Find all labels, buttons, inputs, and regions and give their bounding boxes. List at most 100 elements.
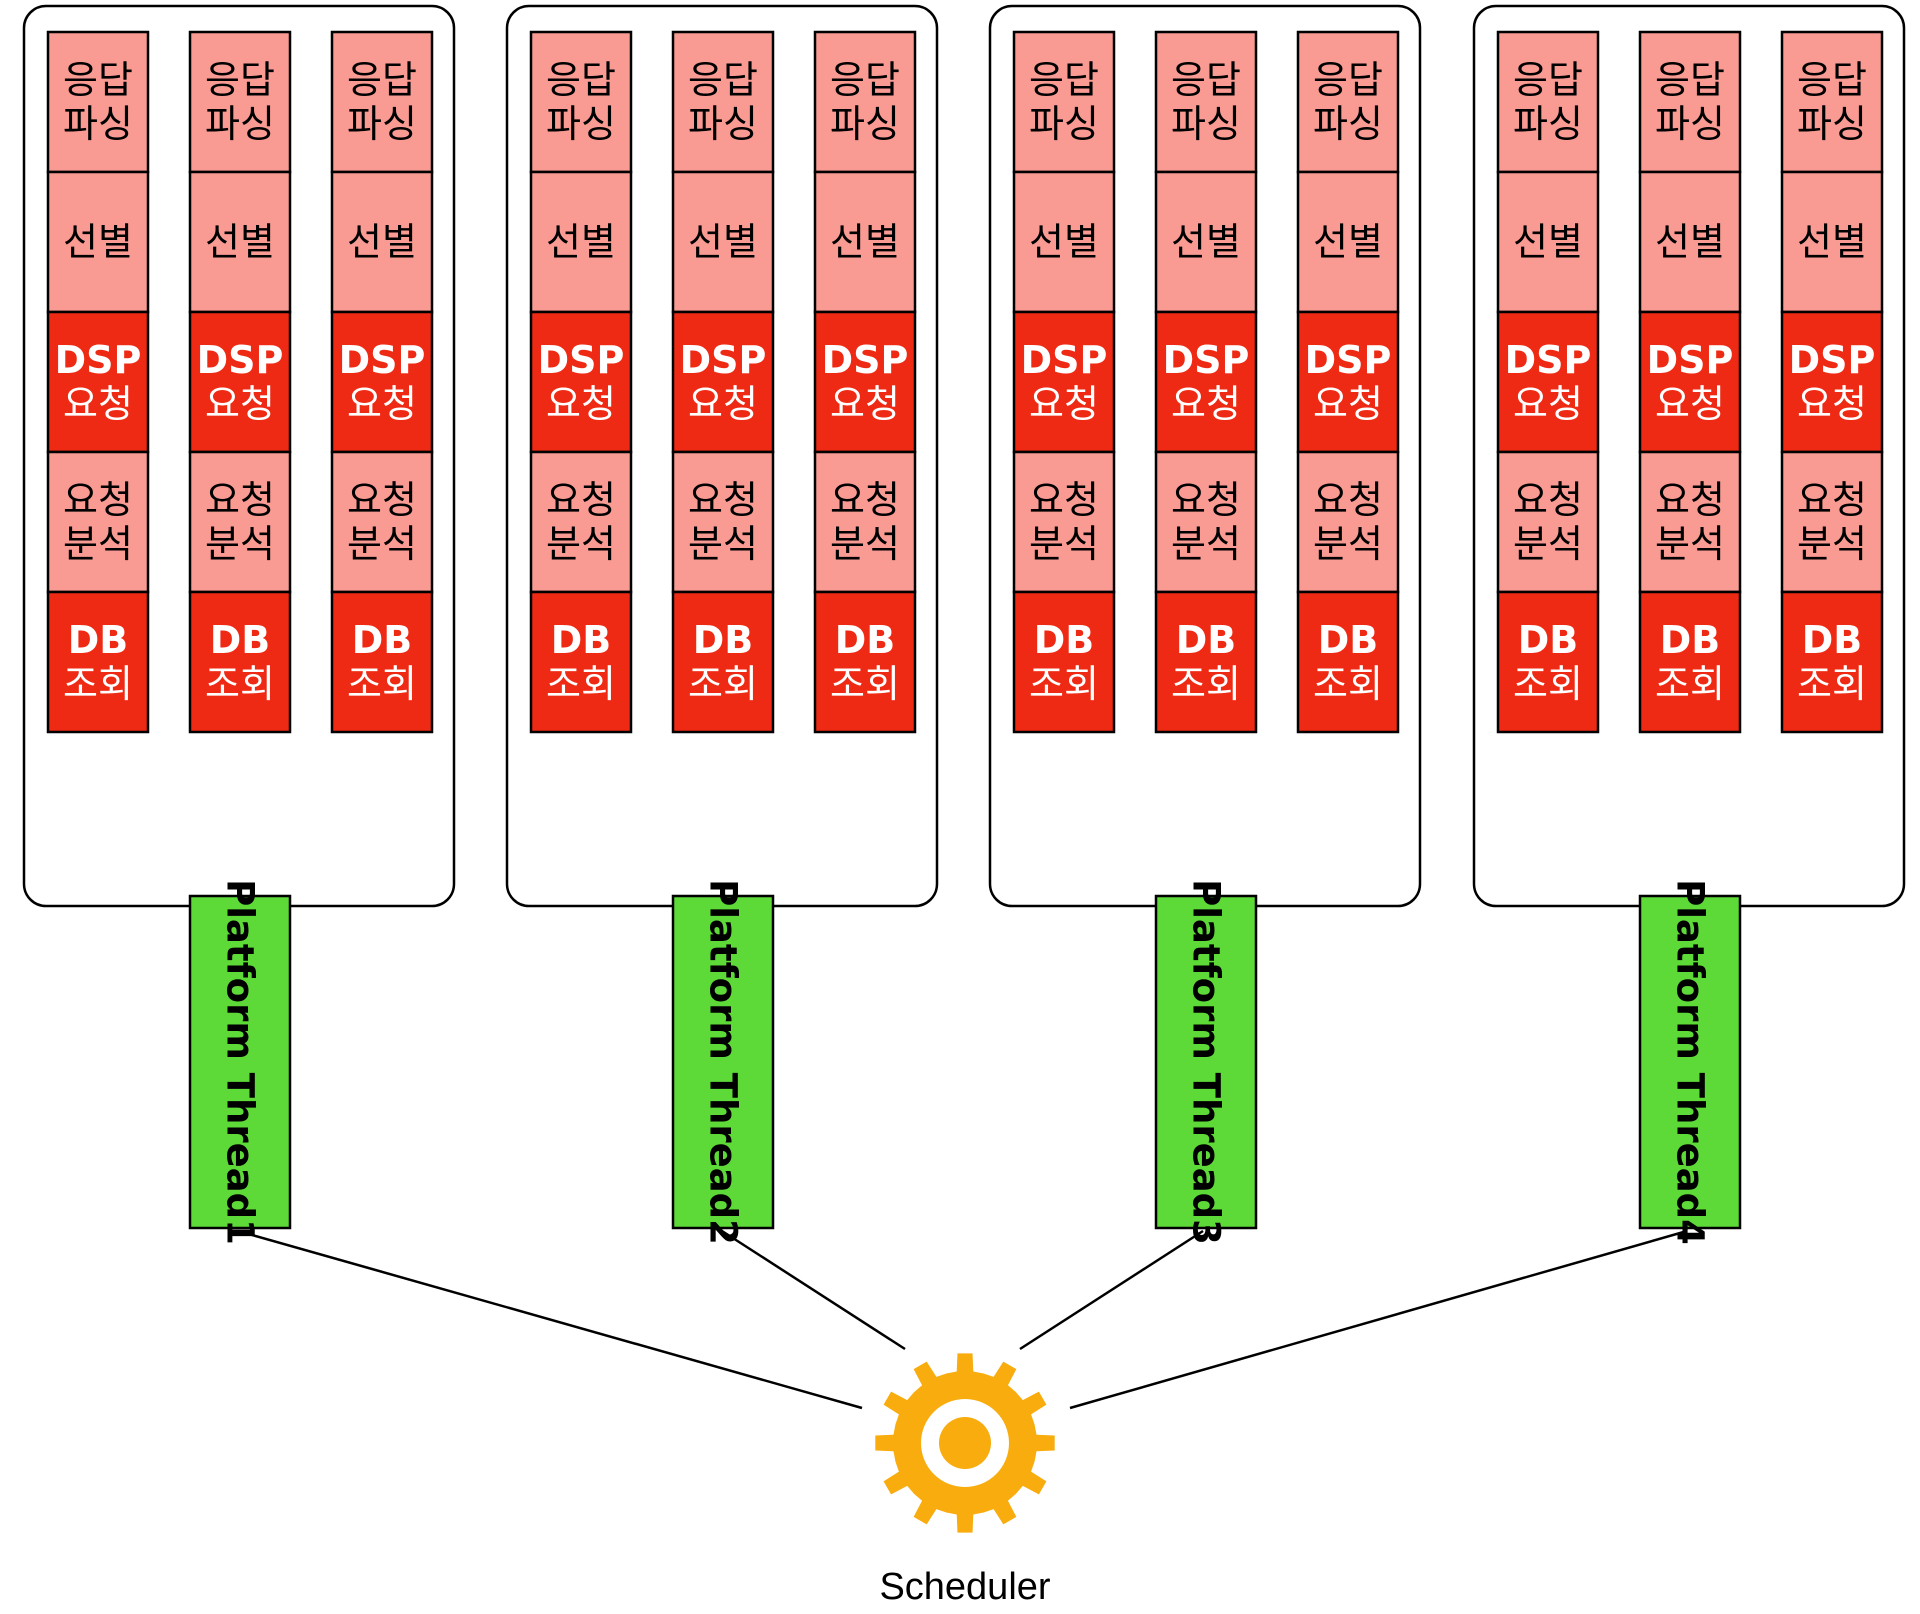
task-cell-box [188,450,292,594]
task-cell-label: 요청 [830,478,900,522]
thread-to-scheduler-line [1069,1229,1688,1410]
task-cell-label: DSP [197,338,284,382]
task-cell-label: 분석 [347,522,417,566]
task-cell-box [188,170,292,314]
task-cell-label: DB [551,618,612,662]
task-cell-label: 조회 [546,662,616,706]
task-cell-label: 조회 [1171,662,1241,706]
thread-group: 응답파싱선별DSP요청요청분석DB조회응답파싱선별DSP요청요청분석DB조회응답… [1472,4,1906,1245]
task-cell-box [46,30,150,174]
task-cell-label: DSP [680,338,767,382]
platform-thread-label: Platform Thread4 [1669,879,1712,1245]
task-cell-label: 요청 [1171,478,1241,522]
task-cell-label: DB [210,618,271,662]
task-cell-box [330,310,434,454]
task-cell: 선별 [330,170,434,314]
task-cell-label: 파싱 [1029,102,1099,146]
task-cell-label: DB [1318,618,1379,662]
platform-thread-bar [1638,894,1742,1230]
task-cell-box [1780,30,1884,174]
task-cell-label: DB [1518,618,1579,662]
task-cell-label: 요청 [1029,382,1099,426]
task-cell-label: 파싱 [205,102,275,146]
task-cell-label: DSP [1305,338,1392,382]
task-cell-label: DSP [1647,338,1734,382]
task-cell-box [1780,590,1884,734]
task-cell-box [529,590,633,734]
task-cell-label: 요청 [1313,478,1383,522]
task-cell-label: 선별 [1029,220,1099,264]
task-cell-label: 파싱 [1797,102,1867,146]
task-cell-label: 분석 [546,522,616,566]
task-cell-label: 요청 [63,478,133,522]
task-cell-box [671,170,775,314]
task-cell: 선별 [813,170,917,314]
task-cell-box [46,450,150,594]
task-cell-label: 분석 [688,522,758,566]
task-cell-label: 응답 [347,58,417,102]
task-cell: 선별 [1638,170,1742,314]
task-cell-label: DSP [538,338,625,382]
gear-hub [939,1417,991,1469]
task-cell-label: DSP [1163,338,1250,382]
task-cell-label: 분석 [63,522,133,566]
task-cell-label: DSP [1789,338,1876,382]
task-cell-label: 요청 [1513,382,1583,426]
task-cell-label: 파싱 [63,102,133,146]
task-cell-label: 요청 [1171,382,1241,426]
task-cell-label: 파싱 [546,102,616,146]
task-cell-label: 조회 [347,662,417,706]
task-cell-box [330,170,434,314]
task-cell-label: 요청 [688,478,758,522]
task-cell-label: 조회 [1313,662,1383,706]
task-cell-label: DSP [1505,338,1592,382]
gear-icon [875,1353,1055,1533]
task-cell-label: DB [352,618,413,662]
task-cell-box [1296,450,1400,594]
task-cell-box [1638,450,1742,594]
task-cell-label: 요청 [1313,382,1383,426]
task-cell: 선별 [188,170,292,314]
platform-thread-label: Platform Thread2 [702,879,745,1245]
task-cell-box [671,450,775,594]
task-cell-label: 요청 [1655,478,1725,522]
task-cell-box [330,30,434,174]
task-cell-label: 분석 [1513,522,1583,566]
task-cell: 선별 [1780,170,1884,314]
thread-to-scheduler-line [1019,1229,1204,1351]
task-cell-label: 파싱 [347,102,417,146]
task-cell-label: DB [835,618,896,662]
task-cell-label: 파싱 [1513,102,1583,146]
task-cell-box [330,450,434,594]
task-cell-label: 파싱 [688,102,758,146]
thread-to-scheduler-line [237,1229,863,1410]
task-cell-box [1638,310,1742,454]
task-cell-label: 응답 [1655,58,1725,102]
task-cell-label: DB [68,618,129,662]
task-cell-box [1296,30,1400,174]
task-cell-box [813,590,917,734]
task-cell-label: 요청 [1513,478,1583,522]
